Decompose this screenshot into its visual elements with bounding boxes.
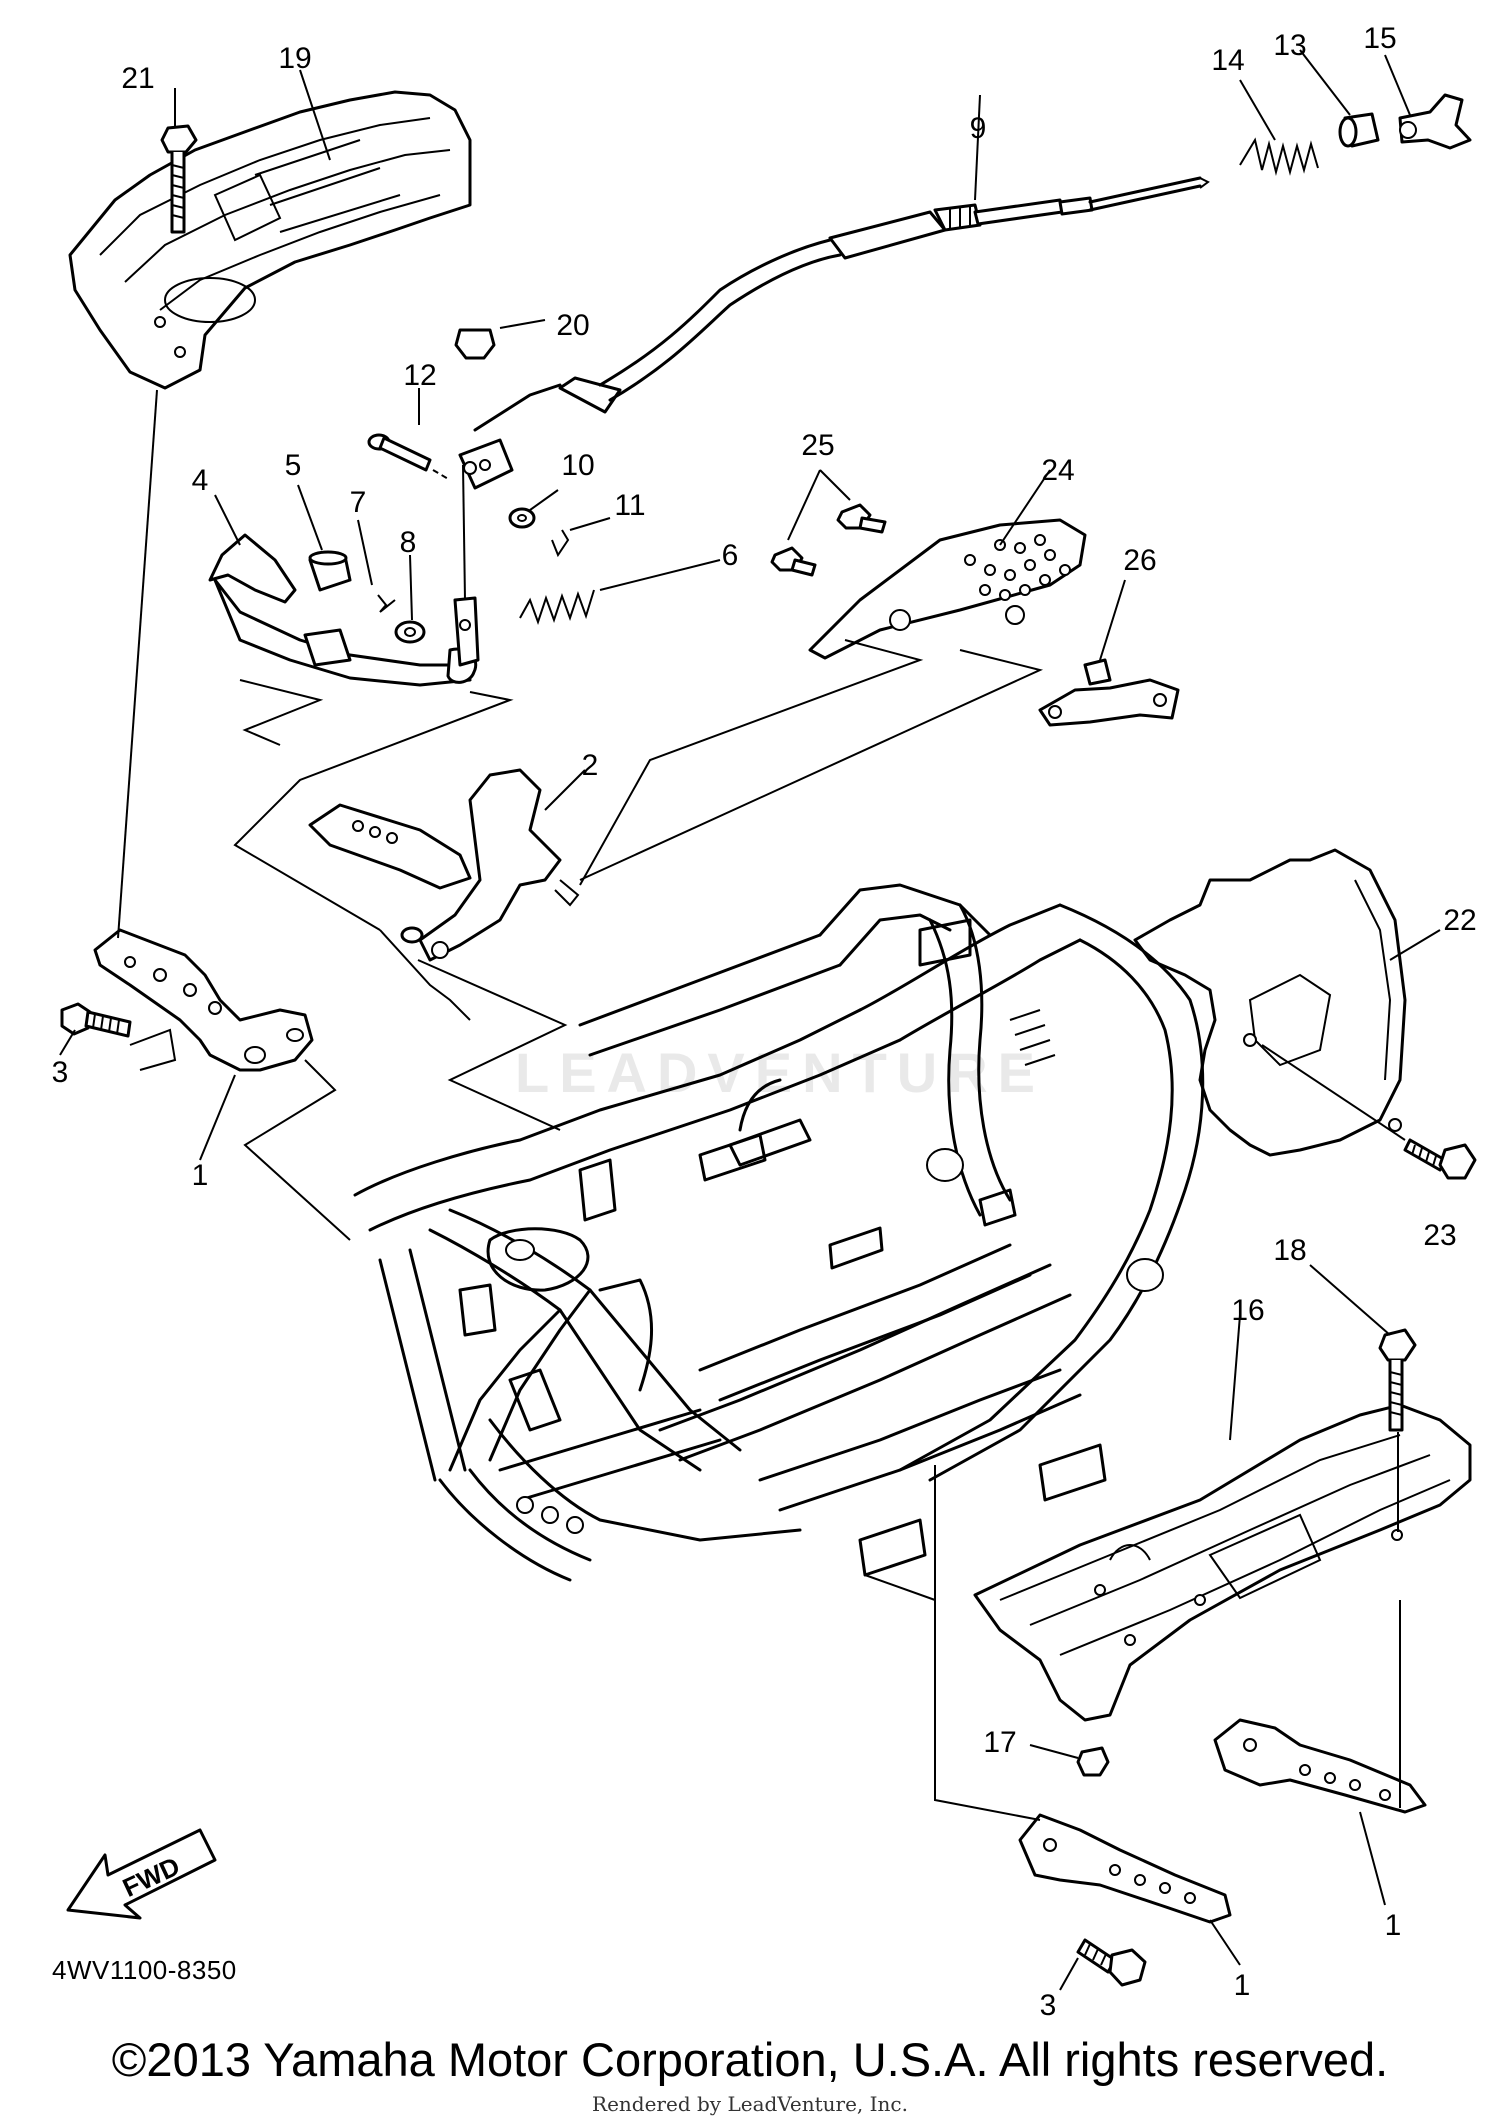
part-13-joint[interactable] [1338, 112, 1380, 148]
part-25-bolt-b[interactable] [836, 503, 887, 534]
callout-3-right: 3 [1040, 1989, 1057, 2022]
callout-1-left: 1 [192, 1159, 209, 1192]
part-15-wing-nut[interactable] [1398, 93, 1472, 150]
callout-13: 13 [1273, 29, 1306, 62]
part-3-bolt-right[interactable] [1059, 1938, 1147, 1991]
vehicle-frame [353, 883, 1205, 1582]
part-14-spring[interactable] [1239, 137, 1319, 176]
callout-22: 22 [1443, 904, 1476, 937]
part-26-bracket[interactable] [1038, 579, 1180, 727]
part-6-return-spring[interactable] [519, 559, 721, 626]
part-22-guard[interactable] [1133, 848, 1407, 1157]
callout-15: 15 [1363, 22, 1396, 55]
callout-2: 2 [582, 749, 599, 782]
callout-16: 16 [1231, 1294, 1264, 1327]
callout-7: 7 [350, 486, 367, 519]
callout-11: 11 [614, 489, 645, 522]
callout-19: 19 [278, 42, 311, 75]
part-16-footrest-board-right[interactable] [973, 1403, 1472, 1722]
rendered-by-notice: Rendered by LeadVenture, Inc. [592, 2092, 908, 2116]
leader-lines [59, 49, 1441, 1821]
callout-8: 8 [400, 526, 417, 559]
callout-5: 5 [285, 449, 302, 482]
part-17-grommet[interactable] [1029, 1744, 1110, 1777]
callout-9: 9 [970, 112, 987, 145]
part-2-bracket[interactable] [308, 768, 580, 962]
part-21-bolt[interactable] [160, 124, 198, 234]
callout-10: 10 [561, 449, 594, 482]
callout-25: 25 [801, 429, 834, 462]
callout-23: 23 [1423, 1219, 1456, 1252]
callout-labels: 21 19 20 12 9 14 13 15 4 5 7 8 10 11 6 2… [52, 22, 1477, 2022]
part-3-bolt-left[interactable] [60, 1002, 132, 1038]
callout-24: 24 [1041, 454, 1074, 487]
callout-1-right-upper: 1 [1385, 1909, 1402, 1942]
part-24-footrest-plate[interactable] [808, 518, 1087, 660]
part-25-bolt-a[interactable] [770, 546, 817, 577]
callout-12: 12 [403, 359, 436, 392]
callout-17: 17 [983, 1726, 1016, 1759]
callout-21: 21 [121, 62, 154, 95]
part-1-bracket-left[interactable] [93, 928, 314, 1072]
drawing-code: 4WV1100-8350 [52, 1955, 237, 1985]
part-19-footrest-board-left[interactable] [68, 90, 472, 390]
part-1-bracket-right-lower[interactable] [1018, 1813, 1241, 1966]
callout-18: 18 [1273, 1234, 1306, 1267]
copyright-notice: ©2013 Yamaha Motor Corporation, U.S.A. A… [111, 2033, 1389, 2086]
callout-3-left: 3 [52, 1056, 69, 1089]
part-12-pin[interactable] [367, 388, 451, 481]
part-5-plug[interactable] [308, 550, 352, 592]
part-4-brake-pedal[interactable] [208, 533, 478, 687]
part-9-brake-cable[interactable] [473, 176, 1210, 432]
part-23-bolt[interactable] [1261, 1044, 1477, 1180]
callout-14: 14 [1211, 44, 1244, 77]
callout-26: 26 [1123, 544, 1156, 577]
part-1-bracket-right-upper[interactable] [1213, 1718, 1427, 1906]
callout-1-right-lower: 1 [1234, 1969, 1251, 2002]
fwd-arrow: FWD [66, 1828, 217, 1920]
part-7-cotter-pin[interactable] [357, 519, 396, 613]
part-10-washer[interactable] [508, 507, 536, 529]
part-11-cotter-pin[interactable] [551, 517, 611, 558]
callout-20: 20 [556, 309, 589, 342]
part-18-bolt[interactable] [1378, 1328, 1417, 1432]
callout-6: 6 [722, 539, 739, 572]
clevis-bracket [453, 438, 514, 667]
callout-4: 4 [192, 464, 209, 497]
part-20-grommet[interactable] [454, 319, 546, 360]
part-8-washer[interactable] [394, 620, 426, 644]
